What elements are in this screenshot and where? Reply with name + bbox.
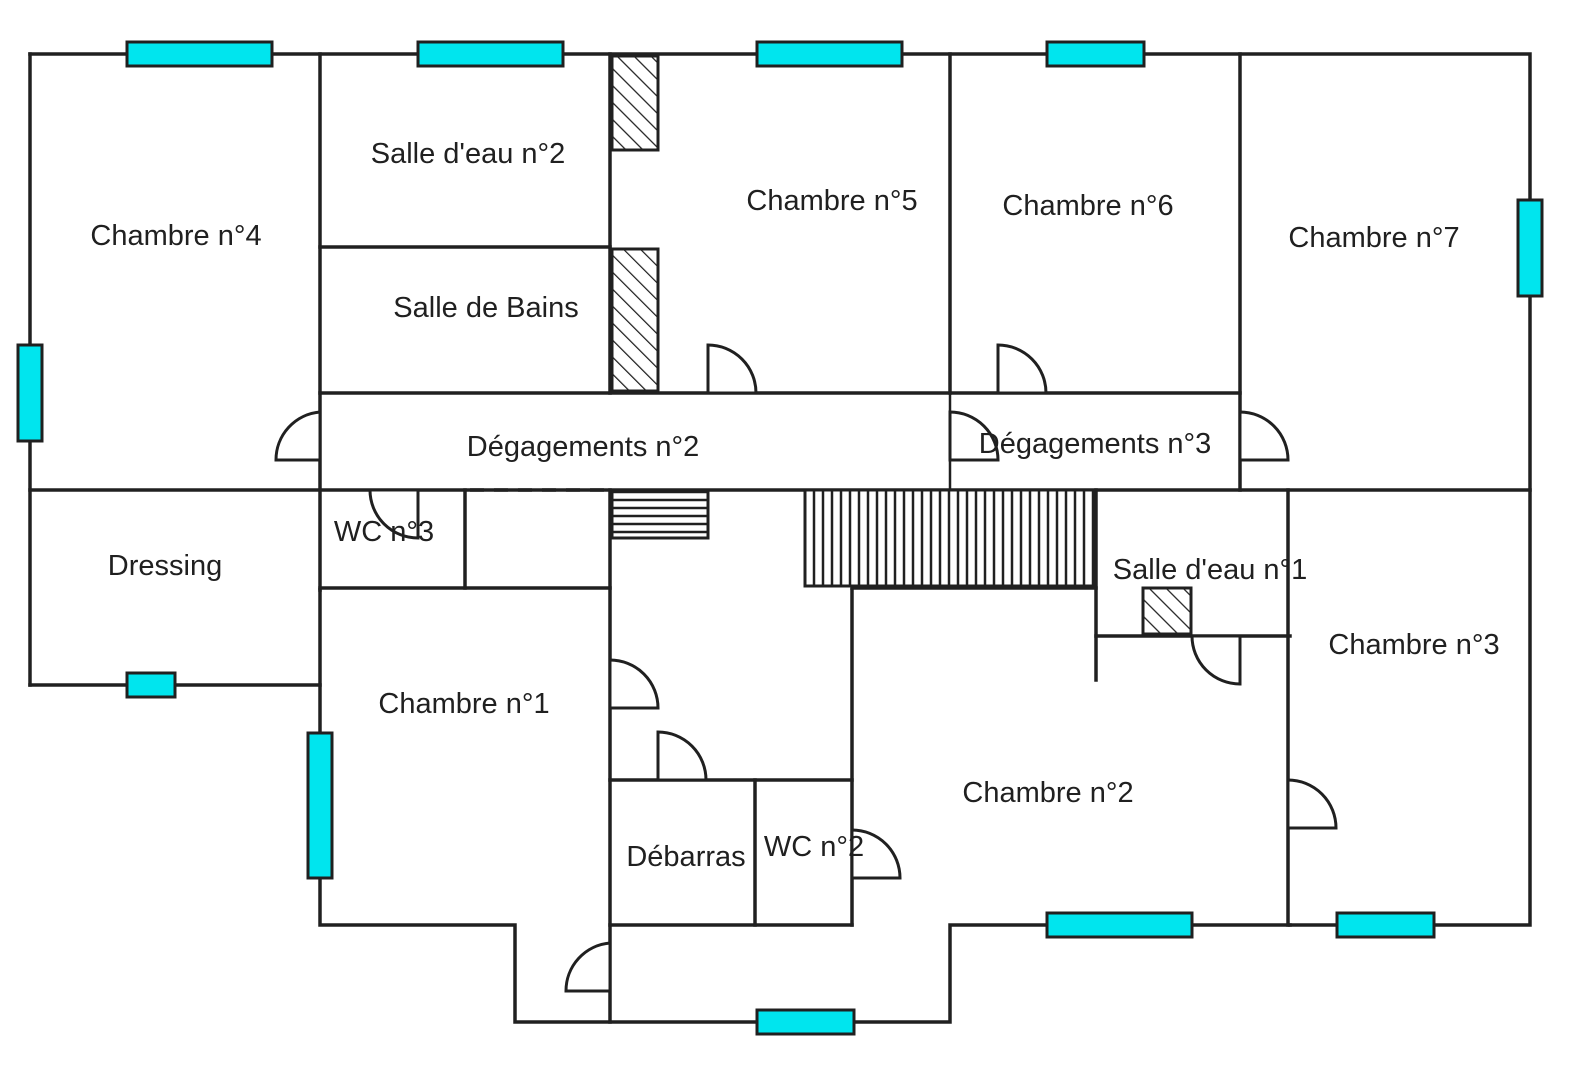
door-swing-icon xyxy=(564,941,612,993)
window-icon xyxy=(125,671,177,699)
room-label-salle-eau1: Salle d'eau n°1 xyxy=(1113,554,1308,586)
room-label-degagements3: Dégagements n°3 xyxy=(979,428,1211,460)
room-label-debarras: Débarras xyxy=(626,841,745,873)
chimney-hatch-icon xyxy=(1141,586,1193,636)
door-swing-icon xyxy=(656,730,708,782)
chimneys xyxy=(610,54,1193,636)
door-swing-icon xyxy=(1286,778,1338,830)
staircase-icon xyxy=(610,488,710,540)
room-label-wc3: WC n°3 xyxy=(334,516,434,548)
room-labels: Chambre n°4 Salle d'eau n°2 Salle de Bai… xyxy=(90,138,1499,873)
stairs xyxy=(470,488,1097,588)
door-swing-icon xyxy=(608,658,660,710)
room-label-chambre5: Chambre n°5 xyxy=(746,185,917,217)
chimney-hatch-icon xyxy=(610,247,660,393)
room-label-chambre4: Chambre n°4 xyxy=(90,220,261,252)
room-label-chambre7: Chambre n°7 xyxy=(1288,222,1459,254)
room-label-dressing: Dressing xyxy=(108,550,222,582)
window-icon xyxy=(1045,911,1194,939)
window-icon xyxy=(1516,198,1544,298)
window-icon xyxy=(1335,911,1436,939)
window-icon xyxy=(755,40,904,68)
room-label-chambre1: Chambre n°1 xyxy=(378,688,549,720)
window-icon xyxy=(16,343,44,443)
door-swing-icon xyxy=(1190,634,1242,686)
doors xyxy=(274,343,1338,993)
room-label-degagements2: Dégagements n°2 xyxy=(467,431,699,463)
door-swing-icon xyxy=(368,488,420,540)
window-icon xyxy=(306,731,334,880)
window-icon xyxy=(755,1008,856,1036)
window-icon xyxy=(416,40,565,68)
door-swing-icon xyxy=(850,828,902,880)
chimney-hatch-icon xyxy=(610,54,660,152)
room-label-wc2: WC n°2 xyxy=(764,831,864,863)
door-swing-icon xyxy=(996,343,1048,395)
door-swing-icon xyxy=(706,343,758,395)
room-label-chambre6: Chambre n°6 xyxy=(1002,190,1173,222)
door-swing-icon xyxy=(948,410,1000,462)
walls xyxy=(28,52,1532,1024)
window-icon xyxy=(125,40,274,68)
room-label-chambre2: Chambre n°2 xyxy=(962,777,1133,809)
windows xyxy=(16,40,1544,1036)
room-label-salle-eau2: Salle d'eau n°2 xyxy=(371,138,566,170)
door-swing-icon xyxy=(1238,410,1290,462)
room-label-chambre3: Chambre n°3 xyxy=(1328,629,1499,661)
room-label-salle-bains: Salle de Bains xyxy=(393,292,578,324)
window-icon xyxy=(1045,40,1146,68)
door-swing-icon xyxy=(274,410,322,462)
staircase-icon xyxy=(803,488,1097,588)
